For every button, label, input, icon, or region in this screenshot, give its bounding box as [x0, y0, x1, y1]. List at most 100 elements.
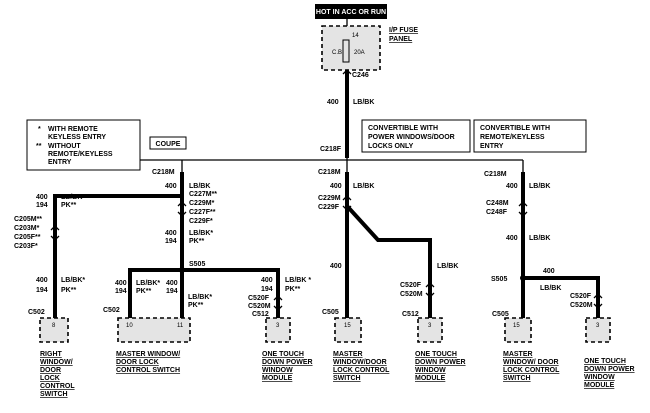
coupe-onetouch-name-1: ONE TOUCH — [262, 351, 304, 358]
coupe-label: COUPE — [156, 141, 181, 148]
conv-keyless-onetouch-name-2: DOWN POWER — [584, 366, 635, 373]
right-switch-pin: 8 — [52, 323, 56, 329]
conv-power-onetouch-name-1: ONE TOUCH — [415, 351, 457, 358]
coupe-master-pin-a: 10 — [126, 323, 133, 329]
coupe-c218m: C218M — [152, 169, 175, 176]
conv-power-color: LB/BK — [353, 183, 374, 190]
conv-power-master-name-3: LOCK CONTROL — [333, 367, 390, 374]
coupe-ot-circuit2: 194 — [261, 286, 273, 293]
coupe-mr-circuit1: 400 — [166, 280, 178, 287]
right-switch-name-6: SWITCH — [40, 391, 68, 398]
conv-keyless-color: LB/BK — [529, 183, 550, 190]
conv-power-ot-connector-icon — [425, 282, 435, 298]
conv-keyless-onetouch-name-3: WINDOW — [584, 374, 615, 381]
coupe-ml-circuit1: 400 — [115, 280, 127, 287]
conv-keyless-onetouch-name-4: MODULE — [584, 382, 615, 389]
conv-keyless-master-connector: C505 — [492, 311, 509, 318]
conv-keyless-circuit: 400 — [506, 183, 518, 190]
legend-text-2-line3: ENTRY — [48, 159, 72, 166]
right-switch-box — [39, 317, 69, 343]
fuse-connector: C246 — [352, 72, 369, 79]
coupe-mr-circuit2: 194 — [166, 288, 178, 295]
coupe-master-pin-b: 11 — [177, 323, 184, 329]
coupe-left2-circuit1: 400 — [36, 277, 48, 284]
conv-power-onetouch-name-4: MODULE — [415, 375, 446, 382]
coupe-ml-circuit2: 194 — [115, 288, 127, 295]
coupe-center2-color1: LB/BK* — [189, 230, 213, 237]
fuse-panel-box — [321, 25, 381, 71]
coupe-center-color: LB/BK — [189, 183, 210, 190]
connector-c246-icon — [342, 69, 352, 75]
legend-box — [26, 119, 141, 171]
conv-keyless-branch-circuit: 400 — [543, 268, 555, 275]
conv-keyless-label-line3: ENTRY — [480, 143, 504, 150]
conv-keyless-color2: LB/BK — [529, 235, 550, 242]
fuse-panel-name-line2: PANEL — [389, 36, 413, 43]
conv-keyless-master-box — [504, 317, 532, 343]
conv-power-master-connector: C505 — [322, 309, 339, 316]
coupe-master-left-wire — [128, 268, 182, 318]
coupe-onetouch-name-2: DOWN POWER — [262, 359, 313, 366]
coupe-center2-circuit1: 400 — [165, 230, 177, 237]
conv-keyless-label-box — [473, 119, 587, 153]
conv-keyless-master-pin: 15 — [513, 323, 520, 329]
conv-power-label-box — [361, 119, 471, 153]
conv-power-circuit: 400 — [330, 183, 342, 190]
conv-power-master-name-4: SWITCH — [333, 375, 361, 382]
coupe-center-conn-3: C227F** — [189, 209, 216, 216]
conv-power-ot-conn-1: C520F — [400, 282, 422, 289]
conv-keyless-onetouch-pin: 3 — [596, 323, 600, 329]
fuse-pin: 14 — [352, 33, 359, 39]
conv-power-master-name-2: WINDOW/DOOR — [333, 359, 387, 366]
coupe-onetouch-wire — [182, 268, 280, 318]
legend-mark-1: * — [38, 126, 41, 133]
coupe-center-connector-icon — [177, 201, 187, 217]
legend-text-2-line2: REMOTE/KEYLESS — [48, 151, 113, 158]
right-switch-name-1: RIGHT — [40, 351, 63, 358]
conv-power-conn-2: C229F — [318, 204, 340, 211]
right-switch-connector: C502 — [28, 309, 45, 316]
coupe-ml-color1: LB/BK* — [136, 280, 160, 287]
coupe-ot-circuit1: 400 — [261, 277, 273, 284]
coupe-center-circuit: 400 — [165, 183, 177, 190]
coupe-center-conn-4: C229F* — [189, 218, 213, 225]
coupe-ot-conn-3: C512 — [252, 311, 269, 318]
right-switch-name-3: DOOR — [40, 367, 61, 374]
legend-text-1-line1: WITH REMOTE — [48, 126, 98, 133]
power-label-box — [315, 4, 387, 19]
coupe-ot-color2: PK** — [285, 286, 300, 293]
conv-power-onetouch-box — [417, 317, 443, 343]
legend-text-1-line2: KEYLESS ENTRY — [48, 134, 106, 141]
coupe-left-conn-3: C205F** — [14, 234, 41, 241]
coupe-center-conn-2: C229M* — [189, 200, 215, 207]
coupe-onetouch-pin: 3 — [276, 323, 280, 329]
coupe-master-name-3: CONTROL SWITCH — [116, 367, 180, 374]
coupe-left-circuit2: 194 — [36, 202, 48, 209]
coupe-left-connector-icon — [50, 225, 60, 241]
coupe-master-box — [117, 317, 191, 343]
legend-mark-2: ** — [36, 143, 42, 150]
coupe-left2-circuit2: 194 — [36, 287, 48, 294]
conv-keyless-ot-conn-2: C520M — [570, 302, 593, 309]
right-switch-name-5: CONTROL — [40, 383, 75, 390]
coupe-master-connector: C502 — [103, 307, 120, 314]
conv-keyless-ot-conn-1: C520F — [570, 293, 592, 300]
coupe-ml-color2: PK** — [136, 288, 151, 295]
coupe-left-conn-2: C203M* — [14, 225, 40, 232]
conv-power-label-line2: POWER WINDOWS/DOOR — [368, 134, 455, 141]
fuse-cb: C.B. — [332, 50, 344, 56]
conv-power-trunk-circuit: 400 — [330, 263, 342, 270]
conv-power-diag-color: LB/BK — [437, 263, 458, 270]
coupe-left-conn-1: C205M** — [14, 216, 42, 223]
conv-power-onetouch-name-2: DOWN POWER — [415, 359, 466, 366]
coupe-left-run-wire — [53, 194, 182, 318]
coupe-mr-color1: LB/BK* — [188, 294, 212, 301]
conv-keyless-branch — [523, 276, 600, 318]
coupe-ot-conn-1: C520F — [248, 295, 270, 302]
coupe-center2-color2: PK** — [189, 238, 204, 245]
conv-keyless-circuit2: 400 — [506, 235, 518, 242]
conv-keyless-onetouch-name-1: ONE TOUCH — [584, 358, 626, 365]
coupe-left-circuit1: 400 — [36, 194, 48, 201]
coupe-master-name-2: DOOR LOCK — [116, 359, 159, 366]
conv-keyless-label-line1: CONVERTIBLE WITH — [480, 125, 550, 132]
